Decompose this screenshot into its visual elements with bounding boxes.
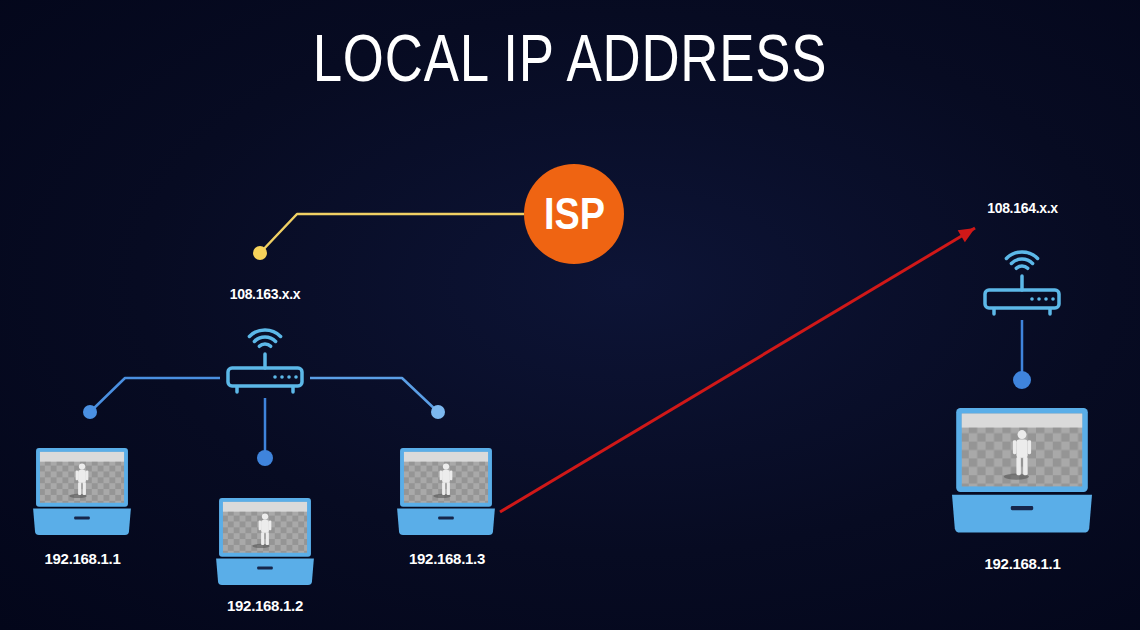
laptop-icon bbox=[397, 448, 495, 535]
link-dot bbox=[431, 405, 445, 419]
router-icon bbox=[228, 330, 302, 392]
network-link bbox=[500, 228, 975, 512]
laptop-node: 192.168.1.2 bbox=[212, 458, 318, 618]
diagram-title: LOCAL IP ADDRESS bbox=[114, 0, 1026, 96]
network-link bbox=[90, 378, 220, 412]
link-dot bbox=[253, 246, 267, 260]
link-dot bbox=[1013, 371, 1031, 389]
router-icon bbox=[985, 252, 1059, 314]
network-link bbox=[310, 378, 438, 412]
laptop-icon bbox=[952, 408, 1092, 533]
ip-address-label: 108.163.x.x bbox=[220, 285, 310, 303]
laptop-icon bbox=[33, 448, 131, 535]
network-link bbox=[260, 214, 524, 253]
network-link bbox=[264, 398, 267, 458]
ip-address-label: 192.168.1.1 bbox=[30, 550, 135, 568]
laptop-node: 192.168.1.3 bbox=[394, 412, 500, 570]
node-label: ISP bbox=[543, 190, 604, 238]
ip-address-label: 192.168.1.1 bbox=[950, 555, 1095, 573]
router-node: 108.164.x.x bbox=[975, 195, 1070, 320]
arrow-head bbox=[958, 228, 975, 242]
router-node: 108.163.x.x bbox=[220, 253, 310, 398]
laptop-icon bbox=[216, 498, 314, 585]
link-dot bbox=[257, 450, 273, 466]
laptop-node: 192.168.1.1 bbox=[30, 412, 135, 570]
ip-address-label: 192.168.1.3 bbox=[394, 550, 500, 568]
isp-circle: ISP bbox=[524, 164, 624, 264]
laptop-node: 192.168.1.1 bbox=[950, 380, 1095, 575]
link-dot bbox=[83, 405, 97, 419]
ip-address-label: 108.164.x.x bbox=[975, 199, 1070, 217]
ip-address-label: 192.168.1.2 bbox=[212, 597, 318, 615]
